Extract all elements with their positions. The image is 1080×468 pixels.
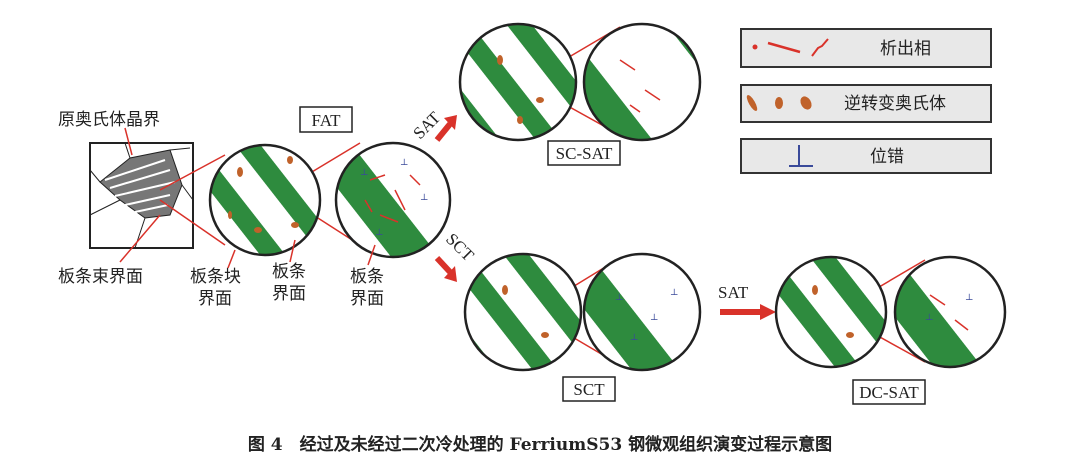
arrow-sat-up: SAT bbox=[409, 108, 457, 143]
svg-text:⊥: ⊥ bbox=[375, 228, 383, 238]
label-lath-boundary-b2: 界面 bbox=[350, 289, 384, 309]
svg-text:⊥: ⊥ bbox=[615, 293, 623, 303]
label-lath-boundary-a1: 板条 bbox=[272, 262, 306, 282]
stage-label-sc-sat: SC-SAT bbox=[556, 144, 613, 163]
svg-text:⊥: ⊥ bbox=[360, 168, 368, 178]
arrow-sct-down: SCT bbox=[434, 229, 478, 282]
label-lath-boundary-b1: 板条 bbox=[350, 267, 384, 287]
legend-item-reverted-austenite: 逆转变奥氏体 bbox=[740, 84, 992, 123]
svg-text:⊥: ⊥ bbox=[965, 293, 973, 303]
svg-text:⊥: ⊥ bbox=[670, 288, 678, 298]
legend-label-reverted-austenite: 逆转变奥氏体 bbox=[844, 94, 946, 114]
legend-item-precipitate: 析出相 bbox=[740, 28, 992, 68]
arrow-sat-right: SAT bbox=[718, 283, 776, 320]
svg-text:SCT: SCT bbox=[442, 229, 478, 265]
label-prior-austenite-gb: 原奥氏体晶界 bbox=[58, 110, 160, 130]
stage-label-dc-sat: DC-SAT bbox=[859, 383, 919, 402]
lath-block-circle bbox=[208, 143, 322, 257]
svg-text:⊥: ⊥ bbox=[400, 158, 408, 168]
svg-text:SAT: SAT bbox=[718, 283, 749, 302]
svg-text:⊥: ⊥ bbox=[650, 313, 658, 323]
legend-item-dislocation: 位错 bbox=[740, 138, 992, 174]
stage-label-fat: FAT bbox=[312, 111, 342, 130]
legend: 析出相 逆转变奥氏体 位错 bbox=[740, 28, 992, 174]
precipitate-icon bbox=[752, 38, 829, 57]
reverted-austenite-icon bbox=[746, 95, 812, 111]
label-block-boundary-1: 板条块 bbox=[190, 267, 241, 287]
svg-text:⊥: ⊥ bbox=[420, 193, 428, 203]
figure-caption: 图 4 经过及未经过二次冷处理的 FerriumS53 钢微观组织演变过程示意图 bbox=[248, 434, 832, 455]
label-packet-boundary: 板条束界面 bbox=[58, 267, 143, 287]
lath-detail-circle: ⊥ ⊥ ⊥ ⊥ bbox=[334, 141, 452, 259]
svg-text:⊥: ⊥ bbox=[925, 313, 933, 323]
sc-sat-pair bbox=[458, 22, 702, 142]
svg-text:⊥: ⊥ bbox=[630, 333, 638, 343]
dislocation-icon bbox=[789, 145, 813, 167]
stage-label-sct: SCT bbox=[573, 380, 605, 399]
sct-pair: ⊥ ⊥ ⊥ ⊥ bbox=[463, 252, 702, 372]
dc-sat-pair: ⊥⊥ bbox=[774, 255, 1007, 369]
label-lath-boundary-a2: 界面 bbox=[272, 284, 306, 304]
label-block-boundary-2: 界面 bbox=[198, 289, 232, 309]
legend-label-dislocation: 位错 bbox=[870, 147, 904, 167]
legend-label-precipitate: 析出相 bbox=[880, 39, 931, 59]
prior-austenite-grain-sketch bbox=[89, 142, 194, 249]
